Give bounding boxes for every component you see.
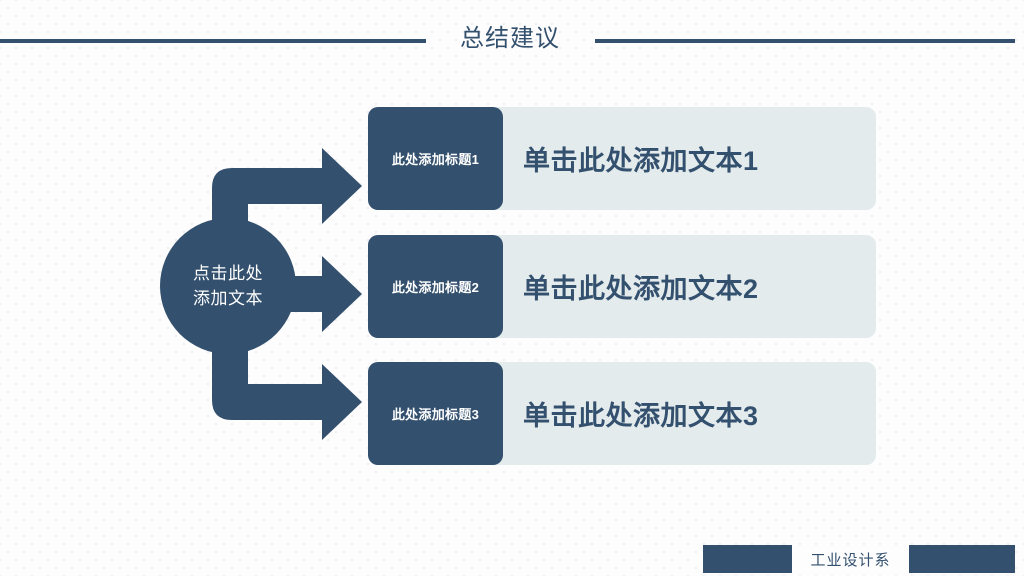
row-1-body-label: 单击此处添加文本1 bbox=[523, 146, 759, 176]
row-1-head-panel[interactable]: 此处添加标题1 bbox=[368, 107, 503, 210]
row-3-head-panel[interactable]: 此处添加标题3 bbox=[368, 362, 503, 465]
title-rule-right bbox=[595, 39, 1015, 43]
row-3-body-label: 单击此处添加文本3 bbox=[523, 401, 759, 431]
source-circle-line-1: 点击此处 bbox=[193, 264, 263, 283]
row-1-head-label: 此处添加标题1 bbox=[391, 152, 480, 167]
elbow-up-arrow-icon bbox=[212, 148, 362, 296]
footer-bar-cutout bbox=[792, 545, 909, 573]
row-2-head-label: 此处添加标题2 bbox=[391, 280, 480, 295]
source-circle-line-2: 添加文本 bbox=[193, 289, 263, 308]
row-2-body-label: 单击此处添加文本2 bbox=[523, 274, 759, 304]
title-rule-left bbox=[0, 39, 426, 43]
elbow-down-arrow-icon bbox=[212, 292, 362, 440]
row-2-head-panel[interactable]: 此处添加标题2 bbox=[368, 235, 503, 338]
row-3-head-label: 此处添加标题3 bbox=[391, 407, 480, 422]
footer-label: 工业设计系 bbox=[810, 551, 891, 569]
diagram-container: 点击此处 添加文本 此处添加标题1 单击此处添加文本1 此处添加标题2 单击此处… bbox=[0, 60, 1024, 510]
page-title: 总结建议 bbox=[460, 25, 560, 52]
connector-arrows-group bbox=[212, 148, 362, 440]
straight-arrow-icon bbox=[262, 256, 362, 332]
source-circle-node[interactable]: 点击此处 添加文本 bbox=[160, 218, 296, 354]
